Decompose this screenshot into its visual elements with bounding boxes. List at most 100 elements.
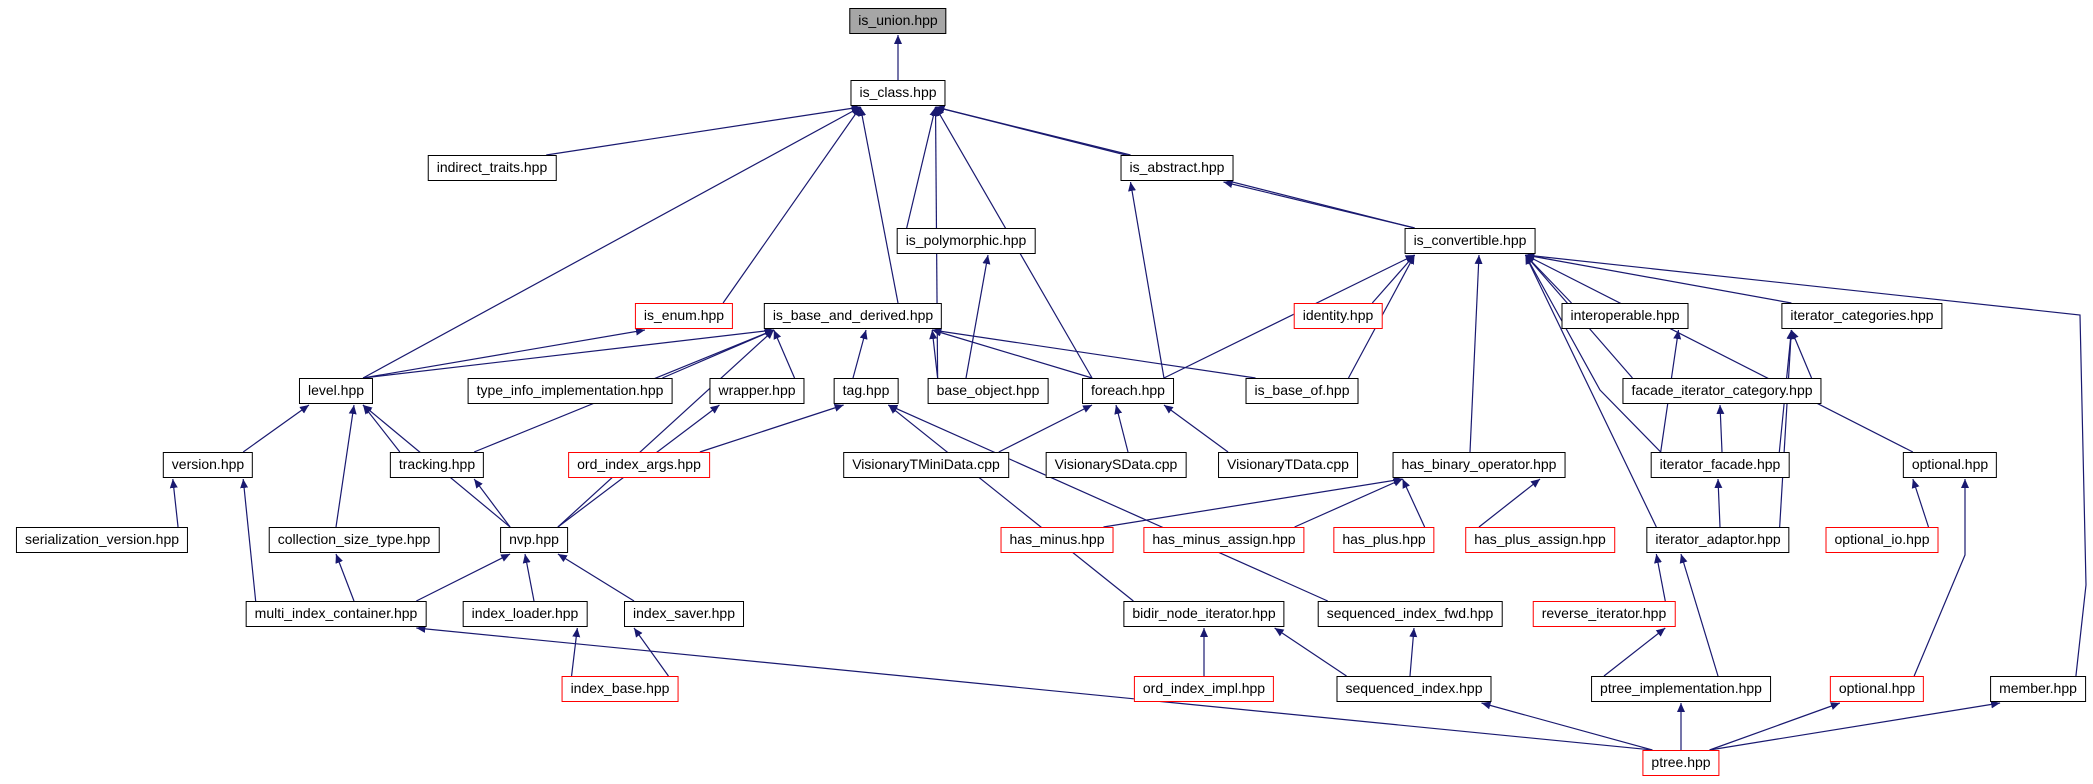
include-edge-multi_index_container-to-nvp — [416, 553, 511, 602]
include-edge-optional_wrapper-to-optional_detail — [1913, 479, 1969, 677]
graph-node-has_plus_assign[interactable]: has_plus_assign.hpp — [1465, 527, 1615, 553]
include-edge-index_loader-to-nvp — [522, 553, 535, 602]
include-edge-level-to-is_enum — [362, 327, 646, 379]
include-edge-foreach-to-is_abstract — [1128, 181, 1165, 379]
graph-node-level[interactable]: level.hpp — [298, 378, 374, 404]
include-edge-has_plus_assign-to-has_binary_operator — [1478, 478, 1541, 528]
include-edge-ptree-to-optional_wrapper — [1709, 702, 1841, 751]
include-edge-has_binary_operator-to-is_convertible — [1469, 254, 1483, 453]
include-edge-index_saver-to-nvp — [557, 553, 635, 602]
graph-node-bidir_node_iterator[interactable]: bidir_node_iterator.hpp — [1123, 601, 1285, 627]
graph-node-is_enum[interactable]: is_enum.hpp — [634, 303, 734, 329]
graph-node-tracking[interactable]: tracking.hpp — [389, 452, 485, 478]
include-edge-iterator_adaptor-to-iterator_facade — [1714, 478, 1723, 528]
include-edge-nvp-to-tracking — [473, 478, 511, 528]
graph-node-is_convertible[interactable]: is_convertible.hpp — [1404, 228, 1536, 254]
include-edge-iterator_facade-to-is_convertible — [1524, 254, 1662, 453]
include-edge-multi_index_container-to-collection_size_type — [335, 553, 355, 602]
include-edge-is_convertible-to-is_abstract — [1223, 180, 1415, 229]
graph-node-optional_io[interactable]: optional_io.hpp — [1825, 527, 1939, 553]
include-edge-iterator_facade-to-facade_iterator_category — [1716, 404, 1725, 453]
graph-node-collection_size_type[interactable]: collection_size_type.hpp — [268, 527, 440, 553]
graph-node-index_saver[interactable]: index_saver.hpp — [624, 601, 744, 627]
include-edge-optional_detail-to-is_convertible — [1525, 254, 1914, 453]
graph-node-visionary_tdata[interactable]: VisionaryTData.cpp — [1218, 452, 1358, 478]
graph-node-member[interactable]: member.hpp — [1990, 676, 2086, 702]
include-edge-visionary_tminidata-to-foreach — [998, 404, 1093, 453]
graph-node-is_base_of[interactable]: is_base_of.hpp — [1245, 378, 1359, 404]
include-edge-base_object-to-is_base_and_derived — [929, 329, 939, 379]
include-edge-sequenced_index-to-bidir_node_iterator — [1274, 627, 1347, 677]
graph-node-is_class[interactable]: is_class.hpp — [850, 80, 946, 106]
graph-node-identity[interactable]: identity.hpp — [1293, 303, 1383, 329]
include-edge-index_base-to-index_saver — [633, 627, 669, 677]
include-edge-optional_io-to-optional_detail — [1911, 478, 1930, 528]
graph-node-serialization_version[interactable]: serialization_version.hpp — [15, 527, 189, 553]
graph-node-visionary_tminidata[interactable]: VisionaryTMiniData.cpp — [843, 452, 1009, 478]
graph-node-iterator_facade[interactable]: iterator_facade.hpp — [1650, 452, 1790, 478]
include-edge-ptree_implementation-to-reverse_iterator — [1603, 627, 1666, 677]
include-edge-serialization_version-to-version — [169, 478, 179, 528]
graph-node-ord_index_args[interactable]: ord_index_args.hpp — [568, 452, 710, 478]
graph-node-is_polymorphic[interactable]: is_polymorphic.hpp — [896, 228, 1036, 254]
graph-node-optional_detail[interactable]: optional.hpp — [1902, 452, 1998, 478]
graph-node-foreach[interactable]: foreach.hpp — [1082, 378, 1174, 404]
include-edge-has_minus-to-has_binary_operator — [1103, 476, 1403, 528]
include-edge-ptree_implementation-to-iterator_adaptor — [1679, 553, 1719, 677]
include-edge-level-to-is_class — [362, 106, 861, 379]
include-edge-identity-to-is_convertible — [1371, 254, 1416, 304]
graph-node-is_base_and_derived[interactable]: is_base_and_derived.hpp — [763, 303, 943, 329]
include-edge-has_minus_assign-to-has_binary_operator — [1294, 478, 1403, 528]
include-edge-foreach-to-is_base_and_derived — [932, 328, 1093, 379]
graph-node-sequenced_index[interactable]: sequenced_index.hpp — [1336, 676, 1492, 702]
include-edge-iterator_categories-to-is_convertible — [1525, 252, 1792, 304]
graph-node-type_info_implementation[interactable]: type_info_implementation.hpp — [467, 378, 673, 404]
include-edge-tracking-to-level — [362, 404, 401, 453]
include-edge-sequenced_index_fwd-to-tag — [888, 404, 1328, 602]
graph-node-multi_index_container[interactable]: multi_index_container.hpp — [245, 601, 427, 627]
graph-node-facade_iterator_category[interactable]: facade_iterator_category.hpp — [1622, 378, 1822, 404]
graph-node-reverse_iterator[interactable]: reverse_iterator.hpp — [1532, 601, 1676, 627]
graph-node-sequenced_index_fwd[interactable]: sequenced_index_fwd.hpp — [1317, 601, 1503, 627]
include-edge-sequenced_index-to-sequenced_index_fwd — [1409, 627, 1418, 677]
include-edge-facade_iterator_category-to-iterator_categories — [1790, 329, 1813, 379]
include-edge-is_enum-to-is_class — [722, 106, 861, 304]
include-edge-bidir_node_iterator-to-tag — [887, 404, 1134, 602]
include-edge-foreach-to-is_convertible — [1163, 254, 1415, 379]
graph-node-ord_index_impl[interactable]: ord_index_impl.hpp — [1133, 676, 1275, 702]
graph-node-index_loader[interactable]: index_loader.hpp — [462, 601, 588, 627]
include-edge-nvp-to-is_base_and_derived — [557, 329, 775, 528]
graph-node-visionary_sdata[interactable]: VisionarySData.cpp — [1045, 452, 1187, 478]
graph-node-tag[interactable]: tag.hpp — [833, 378, 899, 404]
graph-node-interoperable[interactable]: interoperable.hpp — [1561, 303, 1689, 329]
graph-node-index_base[interactable]: index_base.hpp — [561, 676, 679, 702]
include-edge-ptree-to-member — [1709, 700, 2001, 751]
graph-node-has_plus[interactable]: has_plus.hpp — [1333, 527, 1435, 553]
include-edge-ord_index_args-to-tag — [699, 403, 844, 453]
include-edge-visionary_tdata-to-foreach — [1163, 404, 1229, 453]
graph-node-iterator_adaptor[interactable]: iterator_adaptor.hpp — [1646, 527, 1790, 553]
include-edge-level-to-is_base_and_derived — [362, 327, 774, 379]
graph-node-has_minus_assign[interactable]: has_minus_assign.hpp — [1143, 527, 1305, 553]
include-edge-is_base_and_derived-to-is_class — [858, 106, 899, 304]
graph-node-ptree[interactable]: ptree.hpp — [1642, 750, 1720, 776]
graph-node-wrapper[interactable]: wrapper.hpp — [709, 378, 805, 404]
include-edge-indirect_traits-to-is_class — [546, 104, 861, 156]
graph-node-version[interactable]: version.hpp — [162, 452, 254, 478]
graph-node-iterator_categories[interactable]: iterator_categories.hpp — [1781, 303, 1943, 329]
graph-node-is_abstract[interactable]: is_abstract.hpp — [1120, 155, 1234, 181]
graph-node-nvp[interactable]: nvp.hpp — [500, 527, 568, 553]
graph-node-ptree_implementation[interactable]: ptree_implementation.hpp — [1591, 676, 1771, 702]
graph-node-has_binary_operator[interactable]: has_binary_operator.hpp — [1392, 452, 1566, 478]
include-edge-member-to-is_convertible — [1525, 251, 2087, 677]
graph-node-indirect_traits[interactable]: indirect_traits.hpp — [427, 155, 557, 181]
include-edge-tag-to-is_base_and_derived — [852, 329, 868, 379]
graph-node-base_object[interactable]: base_object.hpp — [927, 378, 1049, 404]
include-edge-visionary_sdata-to-foreach — [1114, 404, 1129, 453]
graph-node-is_union[interactable]: is_union.hpp — [849, 8, 947, 34]
include-edge-has_plus-to-has_binary_operator — [1402, 478, 1426, 528]
graph-node-optional_wrapper[interactable]: optional.hpp — [1829, 676, 1925, 702]
include-edge-is_base_of-to-is_base_and_derived — [932, 327, 1256, 379]
graph-node-has_minus[interactable]: has_minus.hpp — [1000, 527, 1114, 553]
